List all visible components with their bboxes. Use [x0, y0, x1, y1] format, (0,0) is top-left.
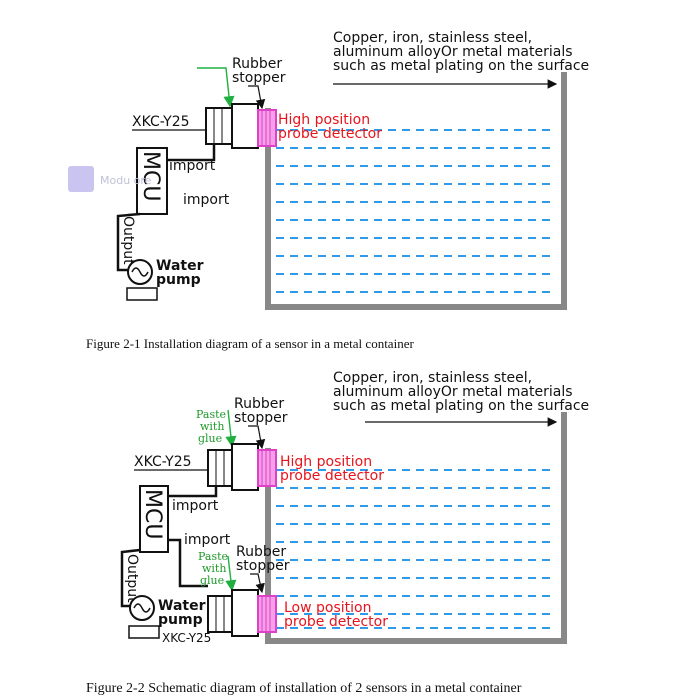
mcu-box — [136, 147, 168, 215]
rubber-stopper-line-2: stopper — [232, 70, 286, 86]
sensor-label: XKC-Y25 — [132, 114, 190, 130]
paste-glue-2-line-3: glue — [200, 574, 224, 587]
sensor-high — [205, 103, 277, 149]
figure-2-caption: Figure 2-2 Schematic diagram of installa… — [86, 681, 522, 696]
signal-wire-1 — [168, 486, 218, 498]
high-probe-line-2: probe detector — [280, 468, 384, 484]
metal-note-line-3: such as metal plating on the surface — [333, 398, 589, 414]
metal-note-line-2: aluminum alloyOr metal materials — [333, 384, 573, 400]
metal-container — [265, 412, 567, 644]
sensor-label-2: XKC-Y25 — [162, 631, 211, 645]
rubber-stopper-arrow — [248, 85, 266, 110]
high-probe-line-1: High position — [280, 454, 372, 470]
rubber-stopper-2-line-2: stopper — [236, 558, 290, 574]
import-label-1: import — [172, 498, 219, 514]
metal-note-line-1: Copper, iron, stainless steel, — [333, 30, 532, 46]
import-label-2: import — [183, 192, 230, 208]
glue-arrow-1 — [225, 409, 237, 448]
output-label: Output — [124, 554, 140, 603]
high-probe-line-2: probe detector — [278, 126, 382, 142]
metal-note-line-2: aluminum alloyOr metal materials — [333, 44, 573, 60]
paste-glue-2-line-2: with — [202, 562, 226, 575]
rubber-stopper-2-line-1: Rubber — [236, 544, 286, 560]
sensor-label-1: XKC-Y25 — [134, 454, 192, 470]
metal-note-line-3: such as metal plating on the surface — [333, 58, 589, 74]
sensor-high — [207, 443, 277, 491]
rubber-stopper-2-arrow — [250, 573, 265, 594]
import-label-1: import — [169, 158, 216, 174]
water — [276, 469, 556, 629]
rubber-stopper-1-line-2: stopper — [234, 410, 288, 426]
rubber-stopper-1-arrow — [248, 425, 266, 450]
paste-glue-2-line-1: Paste — [198, 550, 228, 563]
signal-wire-2 — [168, 538, 208, 588]
mcu-box — [139, 485, 169, 553]
import-label-2: import — [184, 532, 231, 548]
output-wire — [120, 548, 141, 608]
metal-container — [265, 72, 567, 310]
sensor-low — [207, 589, 277, 637]
pump-label-1: Water — [158, 598, 206, 614]
paste-glue-1-line-1: Paste — [196, 408, 226, 421]
paste-glue-1-line-2: with — [200, 420, 224, 433]
pump-label-2: pump — [158, 612, 203, 628]
low-probe-line-1: Low position — [284, 600, 371, 616]
pump-label-1: Water — [156, 258, 204, 274]
figure-1-caption: Figure 2-1 Installation diagram of a sen… — [86, 336, 414, 351]
rubber-stopper-1-line-1: Rubber — [234, 396, 284, 412]
signal-wire — [167, 144, 216, 162]
glue-arrow — [197, 67, 235, 108]
mcu-label: MCU — [138, 151, 163, 201]
output-wire — [116, 212, 141, 272]
figure-2: Copper, iron, stainless steel, aluminum … — [86, 370, 589, 696]
low-probe-line-2: probe detector — [284, 614, 388, 630]
output-label: Output — [120, 216, 136, 265]
mcu-label: MCU — [140, 489, 165, 539]
metal-note-line-1: Copper, iron, stainless steel, — [333, 370, 532, 386]
pump-label-2: pump — [156, 272, 201, 288]
watermark-icon — [68, 166, 94, 192]
figure-1: Copper, iron, stainless steel, aluminum … — [68, 30, 589, 351]
glue-arrow-2 — [225, 555, 237, 592]
paste-glue-1-line-3: glue — [198, 432, 222, 445]
watermark-text: Modu ore — [100, 174, 152, 187]
water — [276, 129, 556, 293]
high-probe-line-1: High position — [278, 112, 370, 128]
rubber-stopper-line-1: Rubber — [232, 56, 282, 72]
